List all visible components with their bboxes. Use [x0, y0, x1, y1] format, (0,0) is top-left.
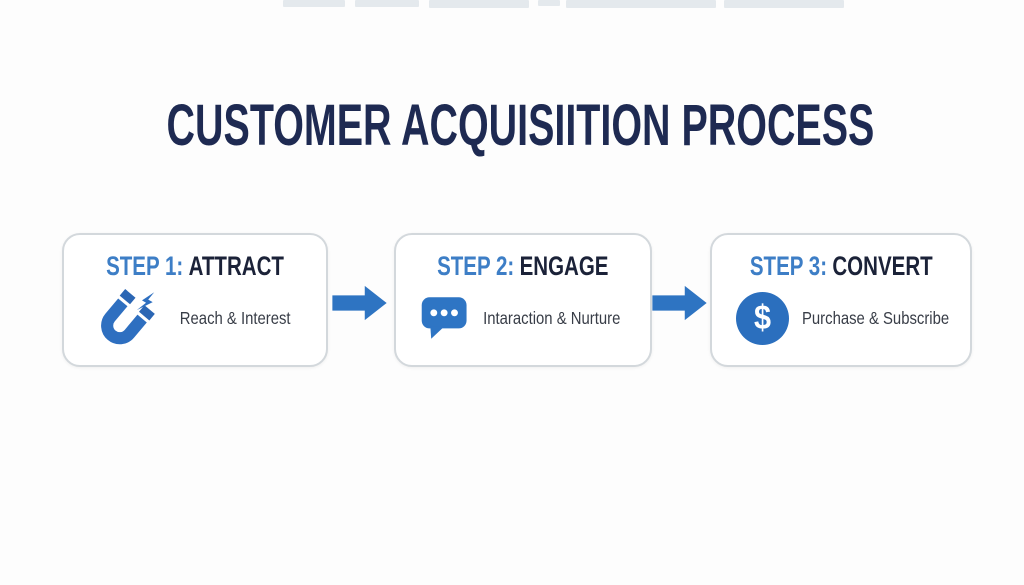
- step-name-label: ATTRACT: [188, 251, 284, 281]
- cropped-text-fragment: [724, 0, 844, 8]
- cropped-text-fragment: [429, 0, 529, 8]
- chat-bubble-icon: [420, 294, 470, 342]
- step-description: Purchase & Subscribe: [801, 307, 950, 328]
- step-box-attract: STEP 1:ATTRACT Reach & Interest: [62, 233, 328, 367]
- step-box-convert: STEP 3:CONVERT $ Purchase & Subscribe: [710, 233, 972, 367]
- step-description: Intaraction & Nurture: [483, 307, 621, 328]
- step-name-label: ENGAGE: [519, 251, 609, 281]
- step-header: STEP 3:CONVERT: [712, 251, 970, 281]
- cropped-text-fragment: [283, 0, 345, 7]
- right-arrow-icon: [332, 285, 387, 321]
- step-number-label: STEP 1:: [106, 251, 184, 281]
- magnet-icon: [88, 284, 160, 352]
- page-title: CUSTOMER ACQUISIITION PROCESS: [166, 93, 875, 158]
- cropped-text-fragment: [566, 0, 716, 8]
- dollar-circle-icon: $: [736, 291, 789, 345]
- step-number-label: STEP 2:: [437, 251, 515, 281]
- step-name-label: CONVERT: [832, 251, 933, 281]
- right-arrow-icon: [652, 285, 707, 321]
- dollar-glyph: $: [753, 299, 772, 337]
- cropped-text-fragment: [355, 0, 419, 7]
- cropped-text-fragment: [538, 0, 560, 6]
- step-header: STEP 1:ATTRACT: [64, 251, 326, 281]
- step-header: STEP 2:ENGAGE: [396, 251, 650, 281]
- step-description: Reach & Interest: [179, 307, 291, 328]
- step-number-label: STEP 3:: [749, 251, 827, 281]
- page-title-wrap: CUSTOMER ACQUISIITION PROCESS: [0, 96, 1024, 156]
- step-box-engage: STEP 2:ENGAGE Intaraction & Nurture: [394, 233, 652, 367]
